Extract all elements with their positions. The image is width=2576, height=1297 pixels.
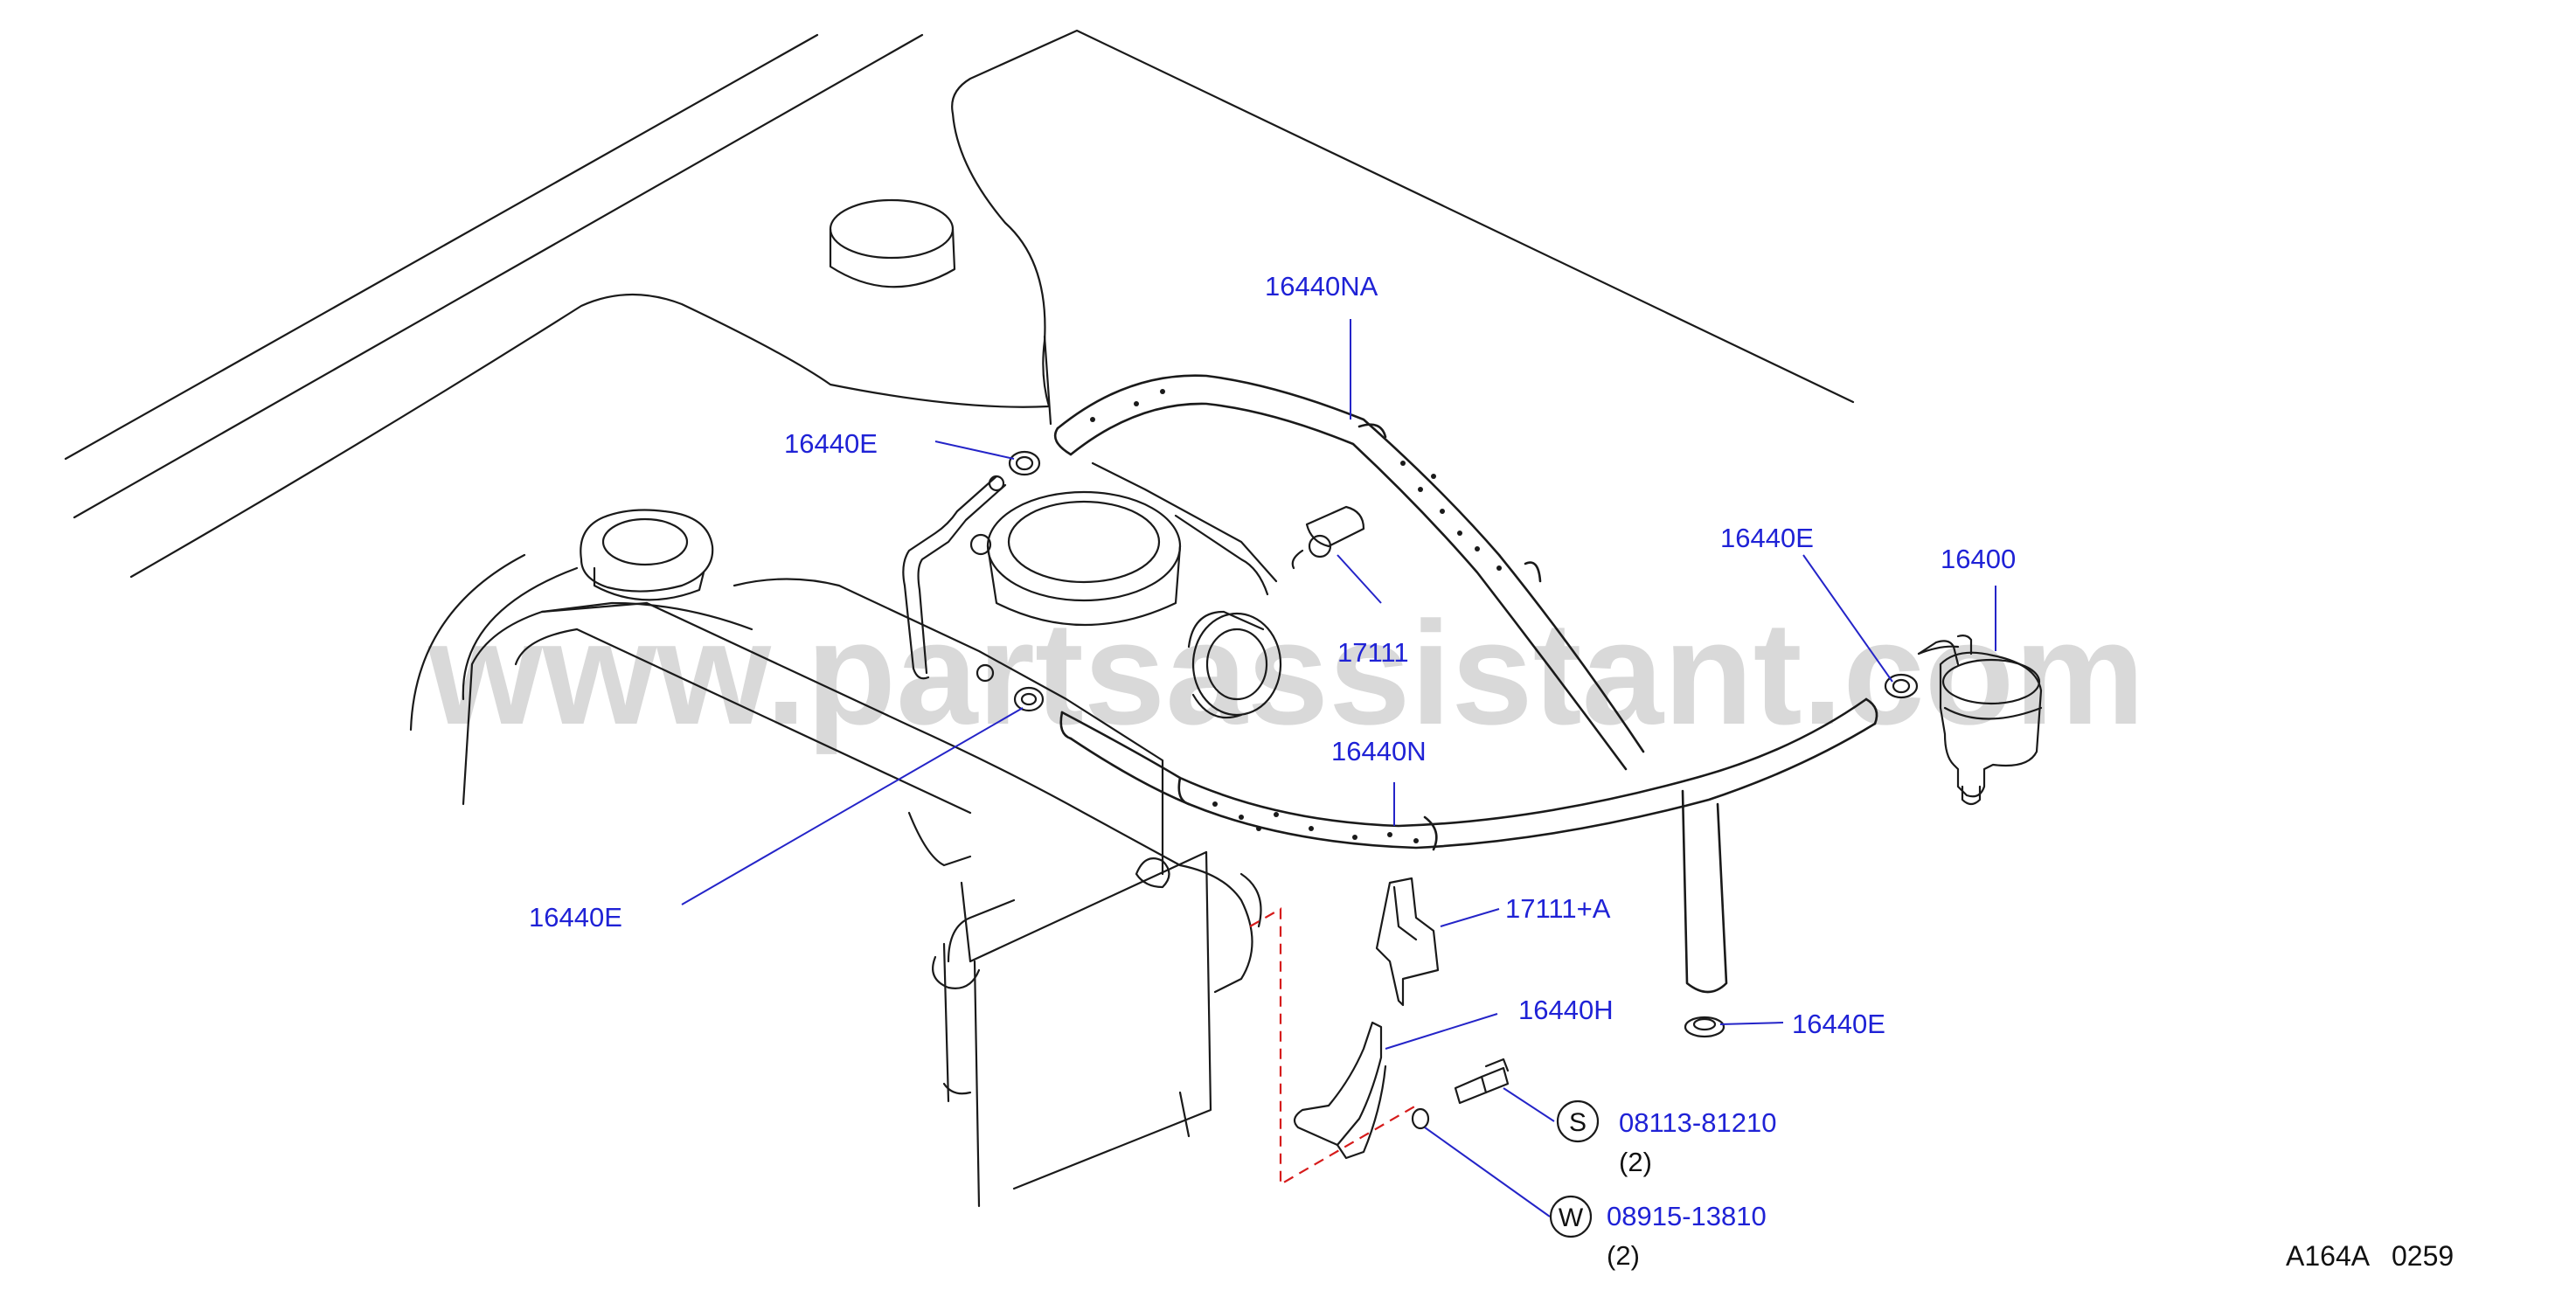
reference-dashed-line (1249, 907, 1417, 1186)
fastener-part-bolt: 08113-81210 (1619, 1107, 1776, 1138)
callout-16400: 16400 (1941, 544, 2016, 574)
bracket-16440H (1293, 1021, 1387, 1160)
callout-16440E-bottom: 16440E (1792, 1009, 1885, 1039)
hose-16440N (1059, 697, 1878, 851)
clamp-4 (1684, 1016, 1725, 1038)
clamp-2 (1013, 686, 1045, 712)
fastener-bolt-callout: S 08113-81210 (2) (1556, 1099, 1776, 1177)
callout-16440E-left-top: 16440E (784, 428, 878, 459)
bolt (1454, 1058, 1510, 1105)
callout-17111: 17111 (1337, 637, 1409, 668)
hood-outline (64, 29, 1855, 579)
callout-16440N: 16440N (1331, 736, 1427, 766)
fastener-qty-washer: (2) (1607, 1240, 1640, 1271)
leader-lines (681, 319, 1996, 1217)
oil-filler-cap (580, 509, 714, 601)
callout-16440E-left-bottom: 16440E (529, 902, 622, 933)
engine-outline (409, 553, 1262, 1208)
callout-16440H: 16440H (1518, 995, 1614, 1025)
clamp-3 (1884, 673, 1919, 699)
throttle-body (986, 461, 1282, 719)
canister-16400 (1917, 635, 2043, 806)
clamp-1 (1008, 450, 1041, 476)
fastener-part-washer: 08915-13810 (1607, 1201, 1767, 1231)
callout-16440E-right: 16440E (1720, 523, 1814, 553)
clip-17111A (1375, 877, 1440, 1007)
hose-16440NA (1053, 374, 1728, 994)
diagram-reference-code: A164A 0259 (2286, 1240, 2454, 1272)
vacuum-pipe (902, 475, 1007, 683)
fastener-qty-bolt: (2) (1619, 1147, 1652, 1177)
callout-17111A: 17111+A (1505, 893, 1611, 924)
callout-16440NA: 16440NA (1265, 271, 1378, 302)
filler-cap-top (829, 198, 956, 288)
fastener-symbol-w: W (1559, 1203, 1584, 1232)
fastener-washer-callout: W 08915-13810 (2) (1549, 1195, 1767, 1271)
hose-dots-lower (1212, 801, 1419, 843)
washer (1411, 1107, 1430, 1130)
clip-17111 (1291, 505, 1365, 570)
watermark: www.partsassistant.com (427, 591, 2145, 755)
callout-labels: 16440NA 16440E 17111 16440E 16400 16440N… (529, 271, 2016, 1039)
fastener-symbol-s: S (1569, 1108, 1587, 1137)
hose-dots-upper (1090, 389, 1502, 571)
